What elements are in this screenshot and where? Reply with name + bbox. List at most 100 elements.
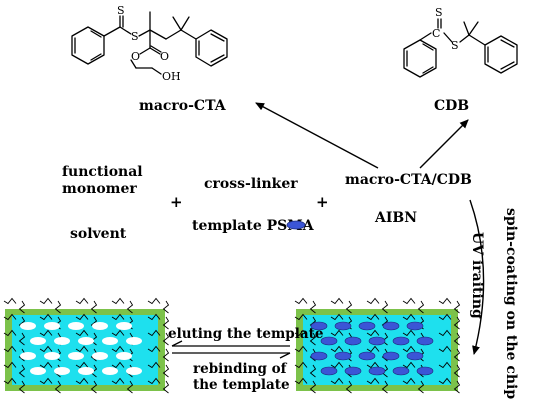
- macro-cta-thione-s: S: [117, 4, 125, 17]
- rebinding-label-line2: the template: [193, 377, 290, 393]
- polymer-chain: [294, 313, 308, 321]
- bound-template: [310, 321, 328, 331]
- macro-cta-thioester-s: S: [131, 30, 139, 43]
- polymer-chain: [147, 313, 161, 321]
- polymer-chain: [54, 300, 62, 314]
- polymer-chain: [111, 377, 125, 385]
- polymer-chain: [3, 329, 17, 337]
- template-cavity: [92, 352, 108, 360]
- macro-cta-cdb-label: macro-CTA/CDB: [345, 172, 472, 188]
- polymer-chain: [438, 297, 452, 305]
- polymer-chain: [18, 300, 26, 314]
- polymer-chain: [147, 361, 161, 369]
- template-psma-icon: [286, 220, 306, 230]
- spin-coating-arrow: [469, 199, 485, 355]
- bound-template: [392, 366, 410, 376]
- polymer-chain: [294, 329, 308, 337]
- bound-template: [320, 366, 338, 376]
- bound-template: [382, 321, 400, 331]
- polymer-chain: [75, 297, 89, 305]
- bound-template: [310, 351, 328, 361]
- uv-irradiating-label: UV iraiting: [469, 232, 485, 319]
- eluting-label: eluting the template: [168, 326, 323, 342]
- polymer-chain: [294, 377, 308, 385]
- polymer-chain: [75, 313, 89, 321]
- polymer-chain: [453, 300, 461, 314]
- template-cavity: [68, 352, 84, 360]
- polymer-chain: [366, 345, 380, 353]
- polymer-chain: [453, 348, 461, 362]
- template-cavity: [116, 322, 132, 330]
- polymer-chain: [39, 345, 53, 353]
- solvent-label: solvent: [70, 226, 127, 242]
- polymer-chain: [309, 364, 317, 378]
- bound-template: [344, 366, 362, 376]
- polymer-chain: [438, 361, 452, 369]
- polymer-chain: [162, 332, 170, 346]
- rebinding-arrow-barb: [279, 352, 291, 359]
- polymer-chain: [402, 377, 416, 385]
- polymer-chain: [111, 361, 125, 369]
- cross-linker-label: cross-linker: [204, 176, 298, 192]
- aibn-label: AIBN: [374, 210, 417, 226]
- template-cavity: [78, 337, 94, 345]
- imprinted-film-with-cavities: [3, 297, 170, 394]
- bound-template: [368, 336, 386, 346]
- polymer-chain: [90, 300, 98, 314]
- macro-cta-carbonyl-o: O: [160, 50, 169, 63]
- film-right-templates: [310, 321, 434, 376]
- polymer-chain: [330, 377, 344, 385]
- polymer-chain: [126, 300, 134, 314]
- bound-template: [358, 321, 376, 331]
- macro-cta-label: macro-CTA: [139, 98, 227, 114]
- polymer-chain: [345, 300, 353, 314]
- rebinding-label-line1: rebinding of: [193, 361, 288, 377]
- polymer-chain: [402, 313, 416, 321]
- polymer-chain: [294, 297, 308, 305]
- template-cavity: [20, 322, 36, 330]
- template-cavity: [102, 367, 118, 375]
- polymer-chain: [162, 348, 170, 362]
- template-cavity: [78, 367, 94, 375]
- bound-template: [416, 366, 434, 376]
- polymer-chain: [162, 380, 170, 394]
- polymer-chain: [402, 329, 416, 337]
- polymer-chain: [147, 329, 161, 337]
- polymer-chain: [366, 329, 380, 337]
- polymer-chain: [402, 361, 416, 369]
- polymer-chain: [39, 297, 53, 305]
- polymer-chain: [162, 364, 170, 378]
- polymer-chain: [330, 345, 344, 353]
- template-cavity: [20, 352, 36, 360]
- arrow-to-cdb: [419, 119, 469, 169]
- template-cavity: [30, 337, 46, 345]
- bound-template: [344, 336, 362, 346]
- polymer-chain: [3, 377, 17, 385]
- template-cavity: [92, 322, 108, 330]
- arrow-to-macro-cta: [255, 102, 379, 169]
- polymer-chain: [453, 332, 461, 346]
- polymer-chain: [39, 377, 53, 385]
- bound-template: [358, 351, 376, 361]
- polymer-chain: [90, 380, 98, 394]
- polymer-chain: [438, 345, 452, 353]
- macro-cta-structure: [71, 11, 228, 75]
- plus-sign-1: +: [170, 193, 183, 211]
- polymer-chain: [18, 332, 26, 346]
- bound-template: [382, 351, 400, 361]
- polymer-chain: [3, 313, 17, 321]
- template-cavity: [126, 367, 142, 375]
- polymer-chain: [309, 300, 317, 314]
- template-cavity: [44, 322, 60, 330]
- bound-template: [392, 336, 410, 346]
- polymer-chain: [438, 377, 452, 385]
- macro-cta-hydroxyl: OH: [162, 70, 181, 83]
- imprinted-film-with-template: [294, 297, 461, 394]
- cdb-carbon: C: [432, 27, 440, 40]
- polymer-chain: [381, 332, 389, 346]
- template-cavity: [30, 367, 46, 375]
- polymer-chain: [3, 345, 17, 353]
- polymer-chain: [147, 377, 161, 385]
- polymer-chain: [330, 297, 344, 305]
